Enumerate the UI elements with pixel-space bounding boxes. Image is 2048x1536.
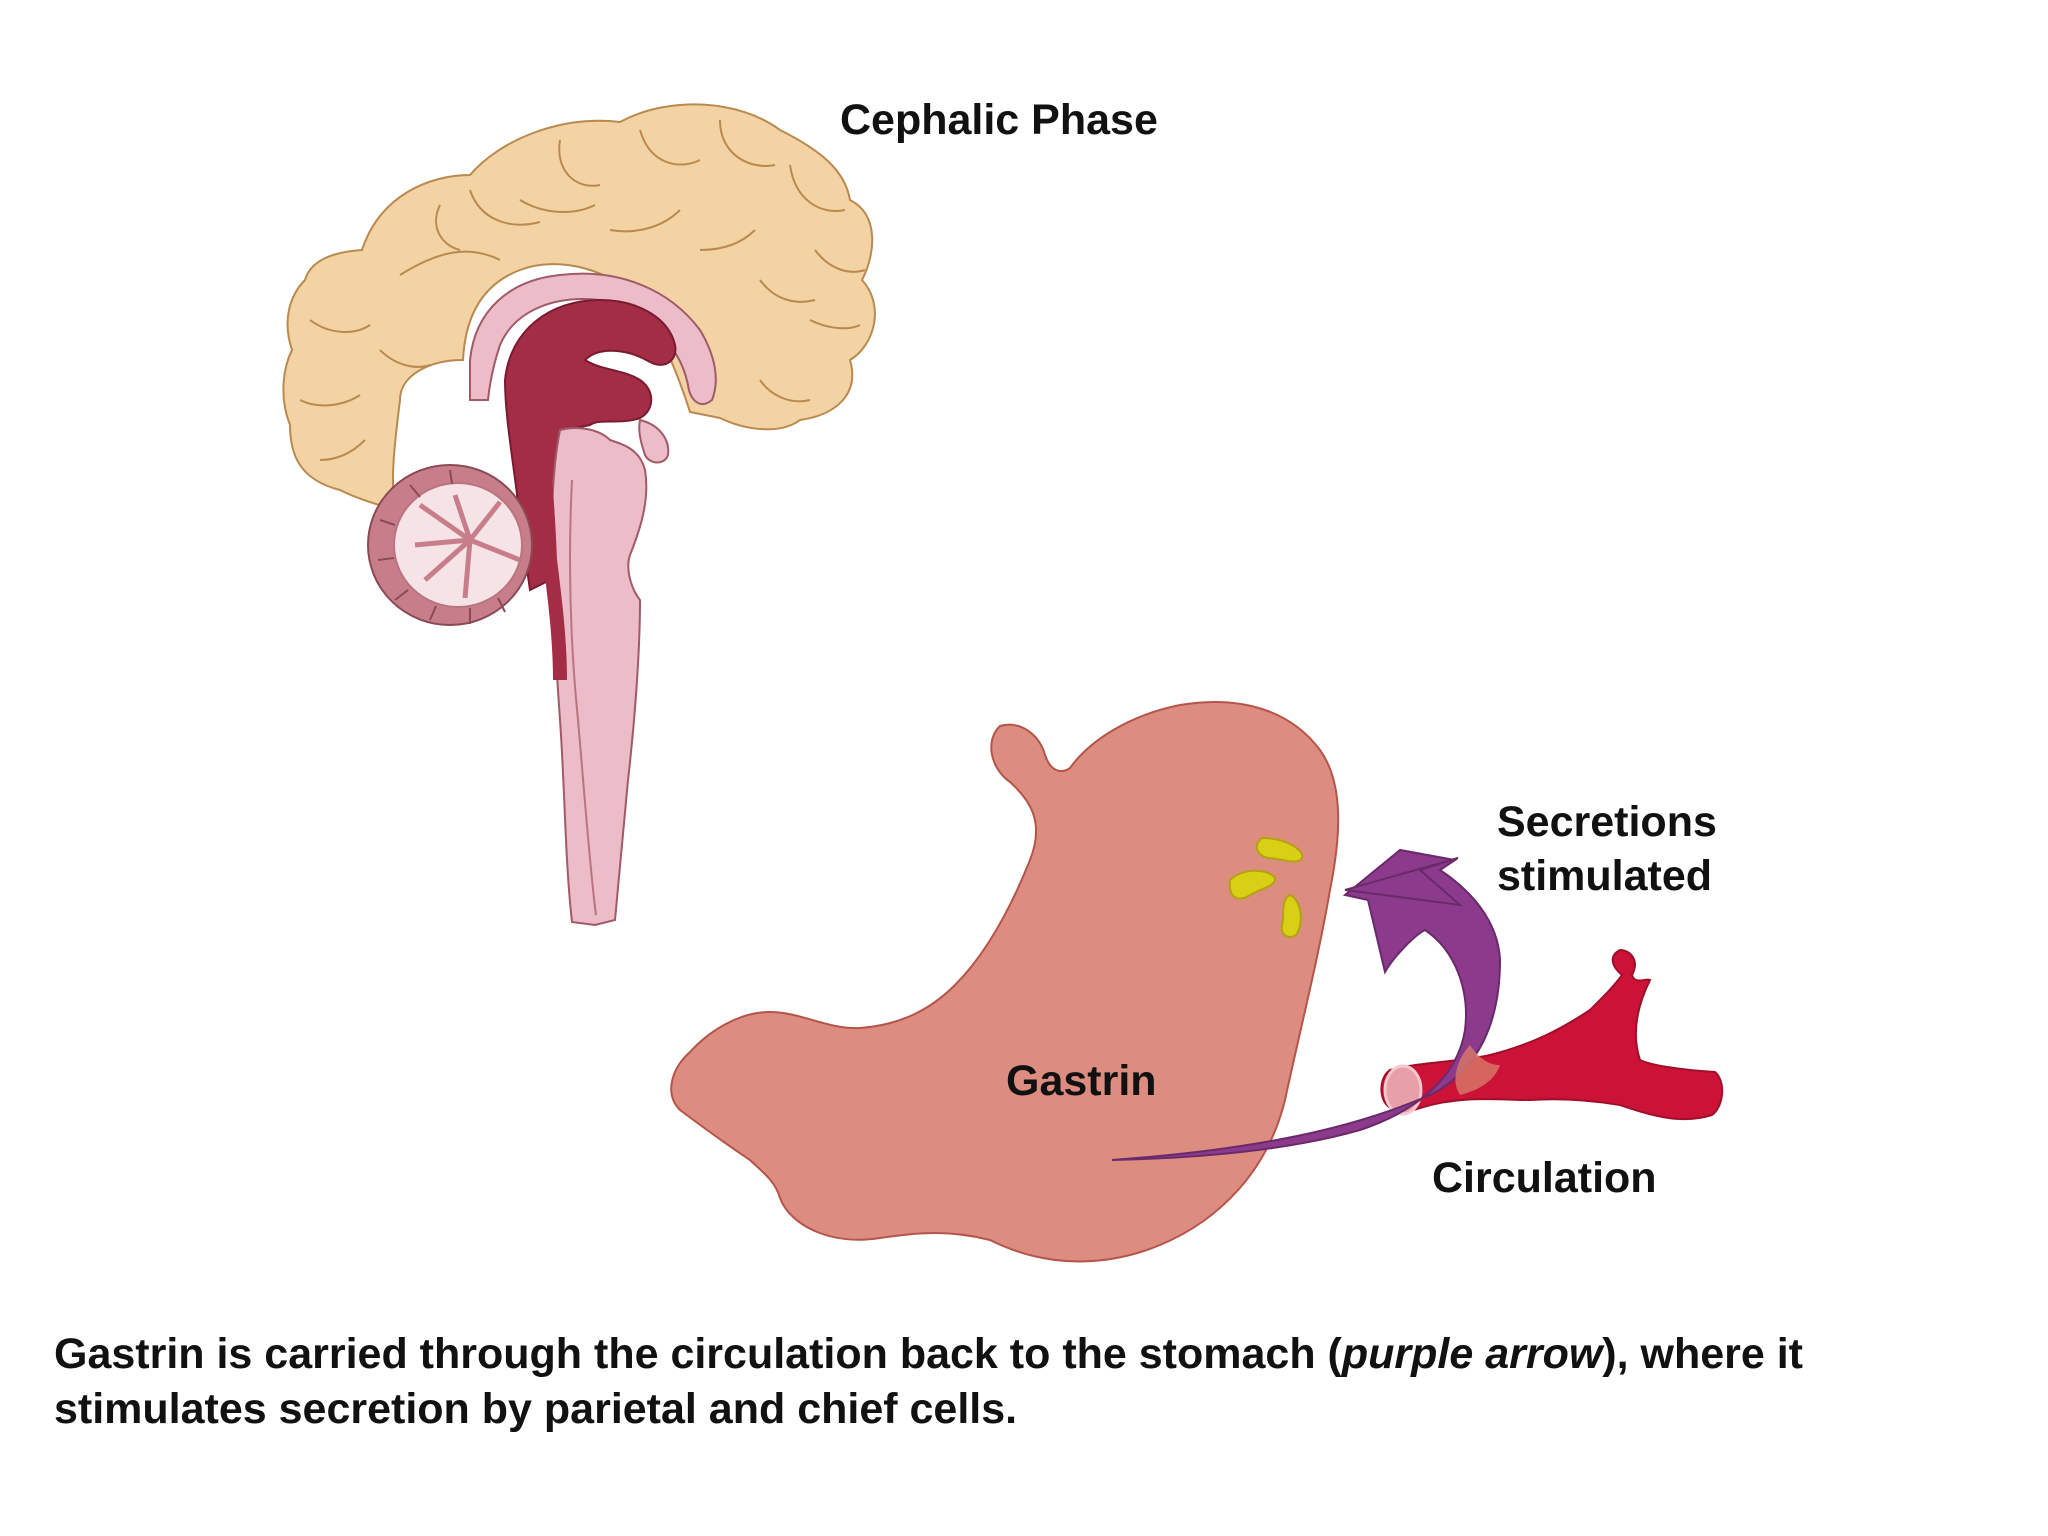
figure-caption: Gastrin is carried through the circulati… <box>54 1327 1994 1437</box>
gastrin-label: Gastrin <box>1006 1057 1157 1105</box>
cerebrum <box>282 103 876 512</box>
cephalic-phase-label: Cephalic Phase <box>840 96 1158 144</box>
secretions-line2: stimulated <box>1497 852 1713 900</box>
stomach <box>670 701 1340 1263</box>
arrow-head <box>1344 857 1464 907</box>
gastrin-arrow <box>1111 848 1502 1161</box>
circulation-label: Circulation <box>1432 1154 1657 1202</box>
brainstem-line <box>569 479 597 916</box>
secretions-line1: Secretions <box>1497 798 1717 846</box>
caption-part1: Gastrin is carried through the circulati… <box>54 1330 1342 1378</box>
arrow-vessel-overlap <box>1455 1045 1500 1095</box>
pituitary <box>638 418 670 464</box>
arrow-body <box>1111 848 1502 1161</box>
cerebellum <box>367 464 533 626</box>
corpus-callosum <box>469 272 717 405</box>
brain-illustration <box>282 103 876 927</box>
stomach-illustration <box>670 701 1340 1263</box>
caption-emphasis: purple arrow <box>1341 1330 1603 1378</box>
gyri-lines <box>299 119 866 461</box>
secretions-stimulated-label: Secretions stimulated <box>1497 795 1757 903</box>
caption-part2: ), where it stimulates secretion by pari… <box>54 1330 1803 1433</box>
aqueduct <box>533 429 567 681</box>
secretion-droplets <box>1228 836 1304 938</box>
